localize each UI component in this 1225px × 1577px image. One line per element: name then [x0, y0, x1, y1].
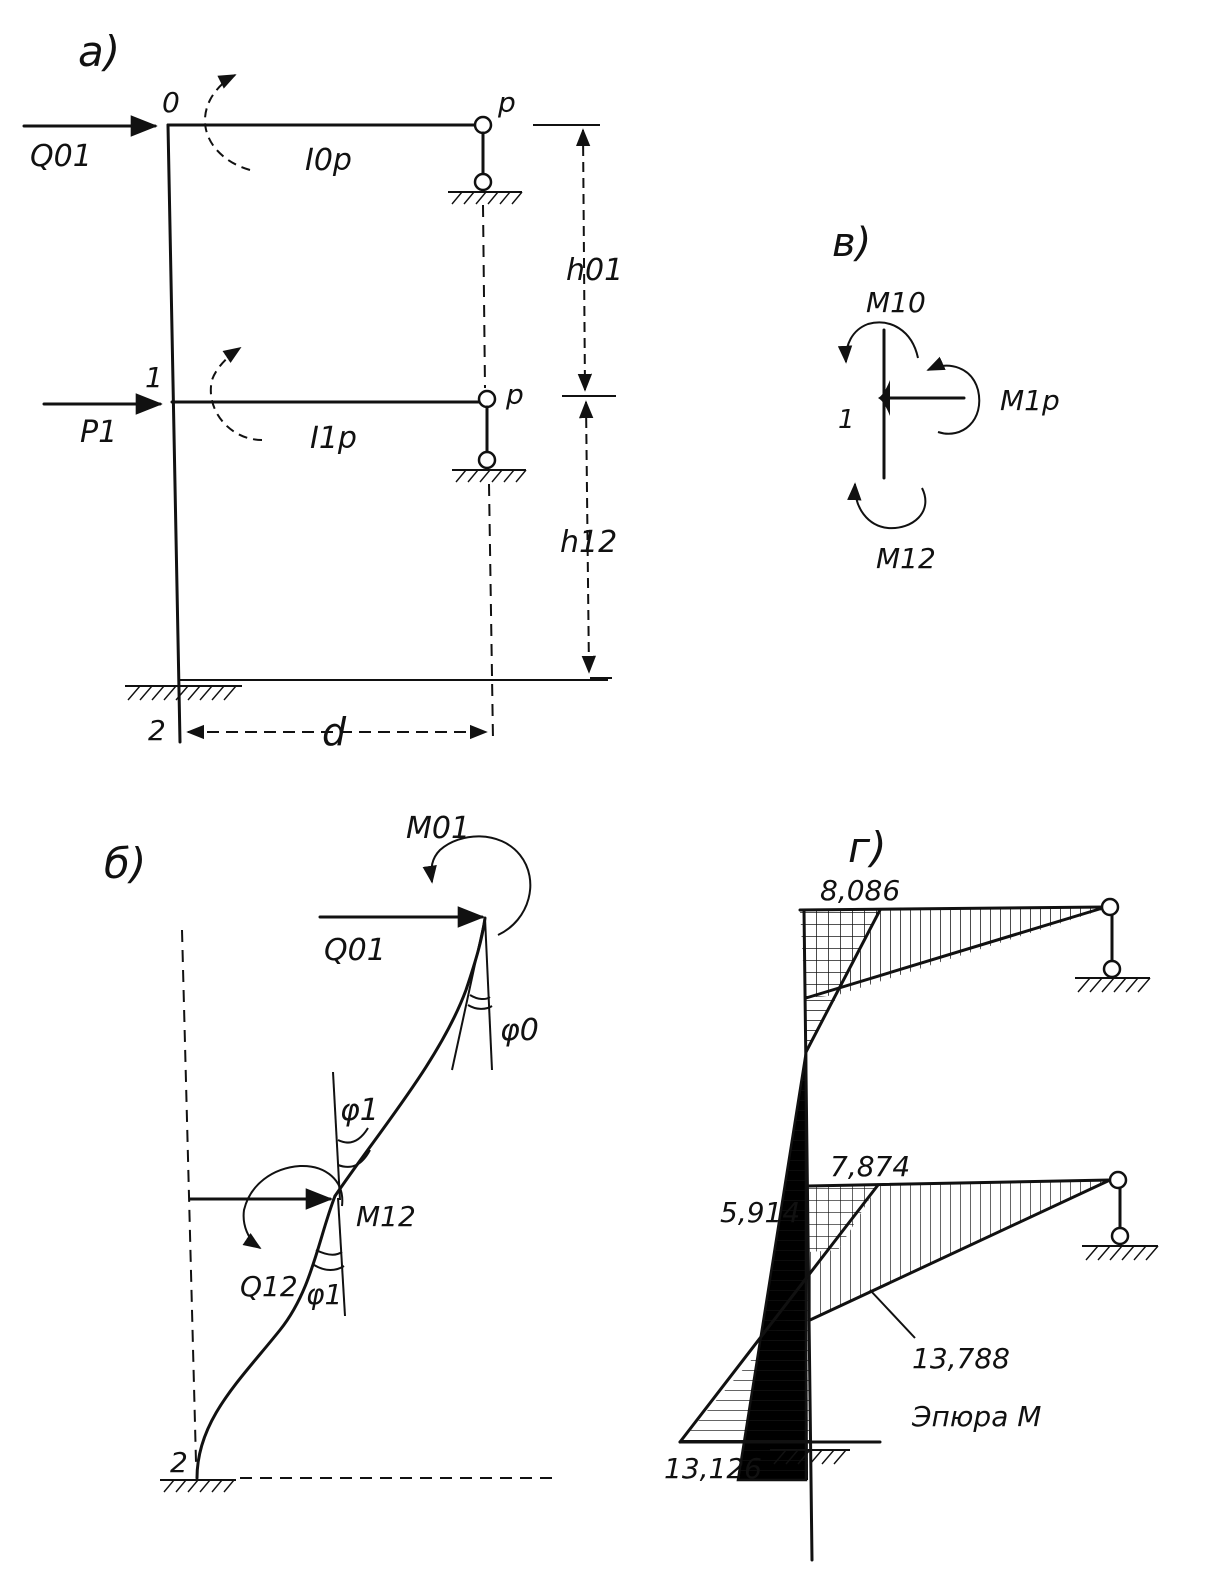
tangent-top-vertical	[484, 917, 493, 1071]
moment-m12-arrow-b	[242, 1164, 344, 1249]
moment-m01-label-b: M01	[406, 811, 470, 846]
dim-d-label: d	[322, 710, 347, 754]
epure-lower-diagonal	[678, 1183, 880, 1444]
force-p1-label: P1	[80, 415, 117, 450]
moment-m1p-label: M1p	[1000, 384, 1060, 417]
epure-top-diagonal	[804, 908, 882, 1054]
value-8086: 8,086	[820, 874, 900, 907]
epure-support-mid	[1110, 1226, 1130, 1246]
epure-mid-top-line	[806, 1178, 1112, 1188]
node-0-label: 0	[162, 86, 180, 119]
dim-h01-label: h01	[566, 253, 623, 288]
epure-top-beam-line	[804, 905, 1108, 1000]
panel-b: б) M01 Q01 φ0 φ1 M12 Q12 φ1 2	[104, 811, 560, 1493]
moment-m10-arrow	[837, 321, 919, 364]
angle-arc-phi1-lower-2	[313, 1264, 345, 1271]
joint-fillet	[878, 380, 890, 416]
moment-m12-label-b: M12	[356, 1200, 416, 1233]
ground-hatch-mid	[455, 469, 527, 483]
ground-hatch-top	[451, 191, 523, 205]
panel-b-label: б)	[104, 839, 146, 888]
angle-arc-phi1-upper-2	[337, 1127, 369, 1144]
tangent-top-angle	[451, 917, 486, 1071]
node-1-label: 1	[145, 361, 163, 394]
epure-lower-column	[680, 1292, 810, 1442]
dashed-original-column	[181, 929, 197, 1463]
moment-m12-arrow	[847, 482, 927, 530]
epure-top-grid	[800, 910, 880, 998]
epure-mid-grid	[808, 1185, 878, 1252]
epure-caption: Эпюра М	[911, 1400, 1041, 1433]
ground-hatch-b	[163, 1479, 235, 1493]
support-hinge-top	[473, 172, 493, 192]
value-13126: 13,126	[664, 1452, 762, 1485]
node-p-top-label: p	[497, 86, 516, 119]
force-q01-label-b: Q01	[324, 933, 386, 968]
deformed-column-lower	[195, 1194, 337, 1480]
moment-m01-arrow-b	[422, 835, 532, 936]
node-p-mid-label: p	[505, 378, 524, 411]
beam-i1p-label: I1p	[310, 421, 357, 456]
tangent-upper-phi1	[332, 1071, 341, 1201]
moment-m12-label: M12	[876, 542, 936, 575]
column-0-2	[166, 123, 182, 744]
panel-v-label: в)	[832, 220, 871, 266]
angle-phi0-label: φ0	[500, 1013, 539, 1048]
beam-i0p-label: I0p	[305, 143, 352, 178]
force-q01-label: Q01	[30, 139, 92, 174]
angle-arc-phi1-lower	[315, 1249, 343, 1256]
tangent-lower-phi1	[337, 1197, 346, 1317]
value-5914: 5,914	[720, 1196, 800, 1229]
epure-support-top	[1102, 959, 1122, 979]
dim-h12	[578, 400, 597, 674]
moment-arrow-mid	[209, 347, 263, 441]
panel-g-label: г)	[848, 823, 886, 872]
epure-hinge-mid	[1108, 1170, 1128, 1190]
epure-mid-beam-line	[808, 1178, 1112, 1322]
joint-node-label: 1	[838, 405, 855, 435]
leader-13788	[869, 1289, 916, 1339]
dashed-line-bottom	[488, 483, 494, 741]
force-q12-label-b: Q12	[240, 1270, 298, 1303]
panel-v: в) M10 M1p M12 1	[832, 220, 1060, 575]
epure-ground-hatch-mid	[1085, 1245, 1159, 1261]
epure-ground-hatch-top	[1077, 977, 1151, 993]
node-2-label: 2	[148, 714, 166, 747]
panel-a-label: а)	[78, 27, 120, 76]
dim-h12-label: h12	[560, 525, 617, 560]
angle-arc-phi0-2	[467, 1004, 493, 1010]
support-hinge-mid	[477, 450, 497, 470]
moment-m10-label: M10	[866, 286, 926, 319]
angle-arc-phi1-upper	[337, 1149, 371, 1168]
moment-m1p-arrow	[926, 356, 981, 435]
node-2-label-b: 2	[170, 1446, 188, 1479]
epure-ground-hatch-base	[773, 1449, 847, 1465]
dashed-line-top	[482, 204, 486, 389]
value-13788: 13,788	[912, 1342, 1010, 1375]
angle-phi1-upper-label: φ1	[340, 1093, 379, 1128]
angle-arc-phi0	[469, 994, 491, 1001]
dim-h01	[575, 128, 593, 392]
value-7874: 7,874	[830, 1150, 910, 1183]
epure-hinge-top	[1100, 897, 1120, 917]
epure-top-line	[798, 905, 1108, 912]
angle-phi1-lower-label: φ1	[306, 1278, 342, 1311]
panel-a: а) 0 1 2 p p Q01 P1 I0p I1p h01 h12 d	[22, 27, 623, 754]
ground-hatch-base	[127, 685, 237, 701]
